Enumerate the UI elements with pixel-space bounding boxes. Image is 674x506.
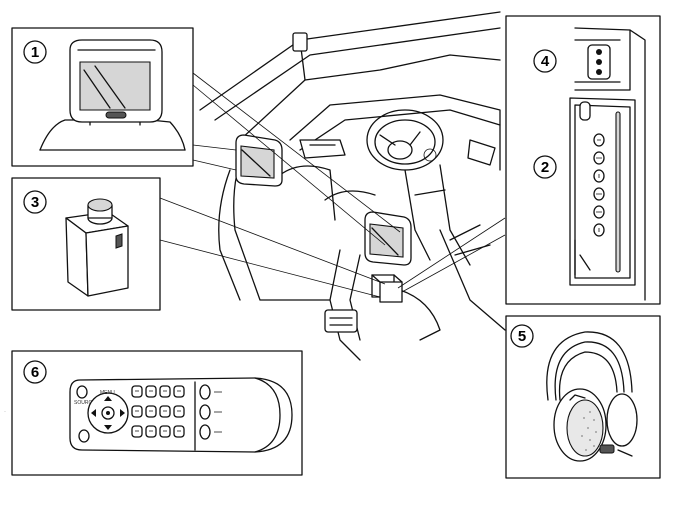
callout-circle-5 <box>510 324 534 348</box>
disc-slot <box>615 111 621 273</box>
vehicle-interior-illustration <box>199 11 506 361</box>
callout-circle-4 <box>533 49 557 73</box>
callout-circle-6 <box>23 360 47 384</box>
callout-circle-3 <box>23 190 47 214</box>
callout-circle-1 <box>23 40 47 64</box>
callout-number-3: 3 <box>31 194 39 211</box>
leader-lines <box>159 72 506 298</box>
svg-text:·: · <box>4 409 6 415</box>
callout-number-2: 2 <box>541 159 549 176</box>
callout-circle-2 <box>533 155 557 179</box>
panel-control-module: 3 <box>11 177 161 311</box>
panel-headrest-screen: 1 <box>11 27 194 167</box>
switch-indicator-icon <box>596 49 602 55</box>
remote-menu-label: MENU <box>100 390 115 396</box>
callout-number-1: 1 <box>31 44 39 61</box>
player-buttons <box>593 133 605 237</box>
screen-display-icon <box>79 61 151 111</box>
panel-remote-control: 6 SOURCE MENU <box>11 350 303 476</box>
panel-media-player: 4 2 <box>505 15 661 305</box>
switch-indicator-icon <box>596 59 602 65</box>
callout-number-6: 6 <box>31 364 39 381</box>
remote-keypad <box>131 385 185 438</box>
remote-source-label: SOURCE <box>74 400 96 406</box>
callout-number-5: 5 <box>518 328 526 345</box>
callout-number-4: 4 <box>541 53 550 70</box>
switch-indicator-icon <box>596 69 602 75</box>
source-button <box>76 385 88 399</box>
panel-wireless-headphones: 5 <box>505 315 661 479</box>
